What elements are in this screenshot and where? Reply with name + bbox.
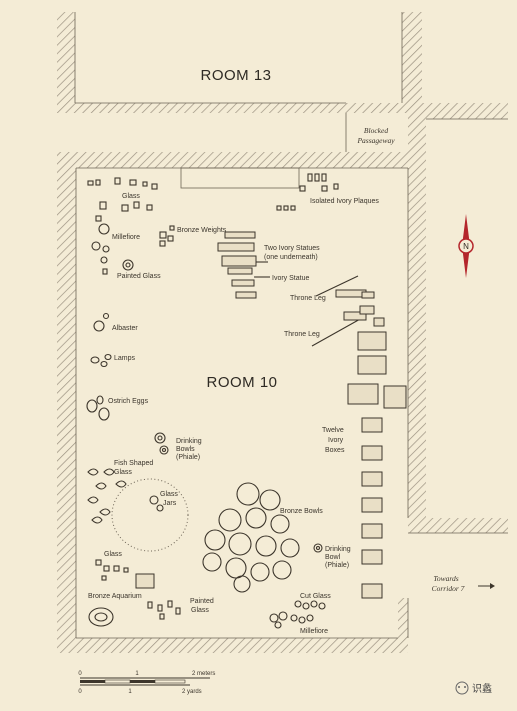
label-twelve-boxes-3: Boxes [325, 447, 345, 454]
wall-room10-right [408, 103, 508, 119]
scale-y0: 0 [78, 689, 82, 695]
wall-right-side [408, 103, 426, 533]
label-ivory-statue: Ivory Statue [272, 275, 309, 282]
artifact-cut-glass [294, 600, 326, 610]
blocked-passage-label: Blocked [364, 126, 388, 135]
label-millefiore-bottom: Millefiore [300, 628, 328, 635]
label-glass-jars: Glass [160, 491, 178, 498]
blocked-passage-label-2: Passageway [356, 136, 395, 145]
room10-title: ROOM 10 [206, 374, 277, 391]
label-millefiore-top: Millefiore [112, 234, 140, 241]
label-bronze-bowls: Bronze Bowls [280, 508, 323, 515]
wall-room10-left [57, 152, 76, 652]
artifact-glass-jars [111, 478, 189, 552]
artifact-millefiore-bottom [269, 611, 314, 629]
scale-y1: 1 [128, 689, 132, 695]
artifact-albaster [93, 312, 110, 332]
label-fish-glass-2: Glass [114, 469, 132, 476]
artifact-bronze-bowls [202, 482, 300, 593]
label-drinking-bowls-2: Bowls [176, 446, 195, 453]
scale-y2: 2 yards [182, 689, 202, 695]
label-drinking-bowl-2: Bowl [325, 554, 341, 561]
corridor-label-2: Corridor 7 [432, 584, 465, 593]
scale-m2: 2 meters [192, 671, 215, 677]
label-twelve-boxes-2: Ivory [328, 437, 344, 444]
artifact-ivory-plaques [276, 173, 339, 211]
label-throne-leg-2: Throne Leg [284, 331, 320, 338]
label-two-statues-2: (one underneath) [264, 254, 318, 261]
artifact-millefiore-top [91, 223, 110, 264]
artifact-ostrich-eggs [86, 395, 110, 421]
scale-m1: 1 [135, 671, 139, 677]
artifact-bronze-weights [159, 225, 175, 247]
corridor-label: Towards [433, 574, 458, 583]
label-fish-glass: Fish Shaped [114, 460, 153, 467]
label-ivory-plaques: Isolated Ivory Plaques [310, 198, 379, 205]
label-painted-glass-top: Painted Glass [117, 273, 161, 280]
label-twelve-boxes: Twelve [322, 427, 344, 434]
label-ostrich-eggs: Ostrich Eggs [108, 398, 149, 405]
wall-corridor-top [408, 518, 508, 533]
watermark: 识蠡 [455, 681, 492, 695]
label-cut-glass: Cut Glass [300, 593, 331, 600]
wall-room13-bottom [57, 103, 347, 113]
wall-room13-left [57, 12, 75, 112]
label-drinking-bowls: Drinking [176, 438, 202, 445]
artifact-bronze-aquarium [88, 573, 155, 627]
artifact-glass-bottom [95, 559, 129, 581]
label-glass-bottom: Glass [104, 551, 122, 558]
scale-m0: 0 [78, 671, 82, 677]
watermark-text: 识蠡 [472, 682, 492, 695]
artifact-painted-glass-bottom [147, 600, 181, 620]
scale-bar: 0 1 2 meters 0 1 2 yards [78, 671, 215, 695]
north-compass: N [458, 214, 474, 278]
label-drinking-bowls-3: (Phiale) [176, 454, 200, 461]
room-outlines [74, 12, 508, 639]
label-lamps: Lamps [114, 355, 136, 362]
artifact-drinking-bowl [313, 543, 323, 553]
wall-room10-bottom [57, 638, 408, 653]
artifact-painted-glass-top [102, 259, 134, 275]
label-drinking-bowl: Drinking [325, 546, 351, 553]
compass-label: N [463, 242, 469, 251]
artifact-fish-glass [87, 468, 127, 524]
artifact-glass-top [87, 177, 158, 222]
artifact-drinking-bowls [154, 432, 169, 455]
label-bronze-weights: Bronze Weights [177, 227, 227, 234]
artifact-ivory-statues [217, 231, 270, 299]
label-two-statues: Two Ivory Statues [264, 245, 320, 252]
artifact-lamps [90, 353, 112, 368]
wall-room13-right [402, 12, 422, 112]
artifact-throne-leg-1 [315, 275, 375, 299]
label-drinking-bowl-3: (Phiale) [325, 562, 349, 569]
artifact-throne-leg-2 [311, 305, 385, 347]
wall-upper-right [346, 103, 408, 113]
label-painted-glass-b: Painted [190, 598, 214, 605]
label-glass-jars-2: Jars [163, 500, 177, 507]
label-painted-glass-b-2: Glass [191, 607, 209, 614]
wall-room10-top [57, 152, 409, 168]
label-albaster: Albaster [112, 325, 138, 332]
artifact-ivory-boxes [347, 331, 407, 599]
label-bronze-aquarium: Bronze Aquarium [88, 593, 142, 600]
arrow-right-icon [478, 583, 495, 589]
room13-title: ROOM 13 [200, 67, 271, 84]
walls [57, 12, 508, 653]
label-throne-leg-1: Throne Leg [290, 295, 326, 302]
wall-corridor-stub [398, 598, 408, 653]
label-glass-top: Glass [122, 193, 140, 200]
